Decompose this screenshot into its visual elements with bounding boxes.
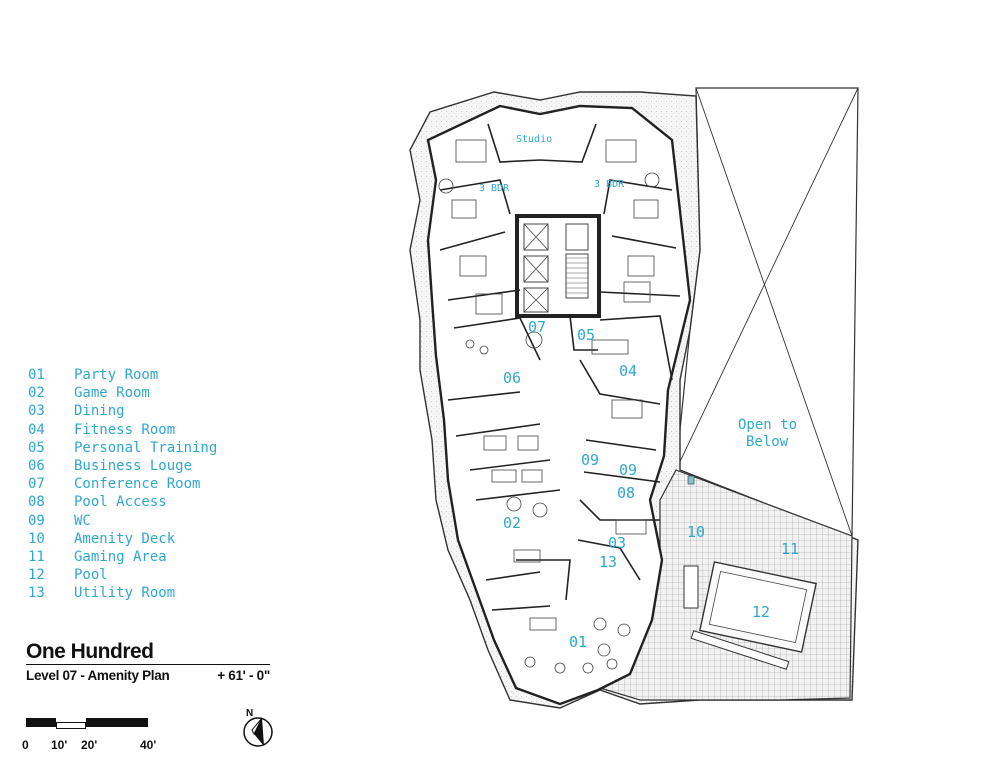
label-room-07: 07 — [528, 318, 546, 336]
legend-label: Conference Room — [74, 476, 201, 493]
label-room-12: 12 — [752, 603, 770, 621]
legend-item: 13 Utility Room — [28, 584, 288, 602]
legend-label: Party Room — [74, 367, 159, 383]
sheet-info: Level 07 - Amenity Plan + 61' - 0" — [26, 668, 270, 683]
legend-number: 06 — [28, 457, 45, 474]
legend-label: Dining — [74, 403, 125, 420]
legend-label: Pool Access — [74, 494, 167, 511]
legend-item: 11 Gaming Area — [28, 548, 288, 566]
legend-label: Game Room — [74, 385, 150, 402]
legend-item: 07 Conference Room — [28, 475, 288, 493]
legend-label: Gaming Area — [74, 548, 167, 565]
room-labels: Studio 3 BDR 3 BDR Open to Below 01 02 0… — [479, 134, 799, 651]
label-room-13: 13 — [599, 553, 617, 571]
open-to-below-void — [675, 87, 859, 537]
label-room-09a: 09 — [581, 451, 599, 469]
project-title: One Hundred — [26, 640, 154, 663]
north-arrow-icon: N — [240, 706, 276, 750]
scale-segment — [86, 718, 148, 727]
amenity-deck — [598, 469, 853, 701]
legend-item: 09 WC — [28, 512, 288, 530]
legend-number: 13 — [28, 585, 45, 602]
label-3bdr-left: 3 BDR — [479, 183, 510, 194]
label-room-01: 01 — [569, 633, 587, 651]
legend-number: 04 — [28, 421, 45, 438]
legend-item: 05 Personal Training — [28, 439, 288, 457]
scale-tick: 10' — [51, 738, 68, 752]
legend-number: 07 — [28, 476, 45, 493]
legend-item: 06 Business Louge — [28, 457, 288, 475]
interior-floor — [426, 104, 692, 706]
scale-segment — [56, 722, 86, 729]
label-studio: Studio — [516, 134, 552, 145]
legend-label: WC — [74, 512, 91, 529]
legend-label: Utility Room — [74, 585, 176, 602]
legend-number: 03 — [28, 403, 45, 420]
legend-label: Business Louge — [74, 457, 193, 474]
north-label: N — [246, 708, 253, 719]
legend-item: 12 Pool — [28, 566, 288, 584]
elevation-value: + 61' - 0" — [217, 668, 270, 683]
label-open-line2: Below — [746, 434, 789, 450]
room-legend: 01 Party Room 02 Game Room 03 Dining 04 Fitn… — [28, 366, 288, 602]
label-open-line1: Open to — [738, 417, 797, 433]
legend-item: 02 Game Room — [28, 384, 288, 402]
legend-number: 10 — [28, 530, 45, 547]
label-3bdr-right: 3 BDR — [594, 179, 625, 190]
scale-segment — [26, 718, 56, 727]
title-block: One Hundred Level 07 - Amenity Plan + 61… — [26, 641, 270, 683]
legend-label: Amenity Deck — [74, 530, 176, 547]
legend-number: 08 — [28, 494, 45, 511]
label-room-02: 02 — [503, 514, 521, 532]
scale-tick: 40' — [140, 738, 157, 752]
furniture — [438, 139, 660, 674]
title-divider — [26, 664, 270, 665]
label-room-08: 08 — [617, 484, 635, 502]
legend-number: 02 — [28, 385, 45, 402]
legend-number: 12 — [28, 567, 45, 584]
label-room-03: 03 — [608, 534, 626, 552]
label-room-06: 06 — [503, 369, 521, 387]
legend-label: Pool — [74, 567, 108, 584]
scale-bar: 0 10' 20' 40' — [22, 718, 157, 752]
legend-item: 10 Amenity Deck — [28, 530, 288, 548]
label-room-05: 05 — [577, 326, 595, 344]
legend-label: Personal Training — [74, 439, 218, 456]
label-room-10: 10 — [687, 523, 705, 541]
legend-item: 08 Pool Access — [28, 493, 288, 511]
legend-number: 01 — [28, 367, 45, 383]
legend-item: 03 Dining — [28, 402, 288, 420]
elevator-core — [515, 214, 601, 318]
sheet-name: Level 07 - Amenity Plan — [26, 668, 170, 683]
legend-item: 04 Fitness Room — [28, 421, 288, 439]
legend-number: 09 — [28, 512, 45, 529]
scale-tick: 0 — [22, 738, 29, 752]
label-room-11: 11 — [781, 540, 799, 558]
label-room-09b: 09 — [619, 461, 637, 479]
legend-number: 11 — [28, 548, 45, 565]
legend-item: 01 Party Room — [28, 366, 288, 384]
interior-walls — [439, 123, 681, 611]
legend-label: Fitness Room — [74, 421, 176, 438]
scale-tick: 20' — [81, 738, 98, 752]
legend-number: 05 — [28, 439, 45, 456]
label-room-04: 04 — [619, 362, 637, 380]
